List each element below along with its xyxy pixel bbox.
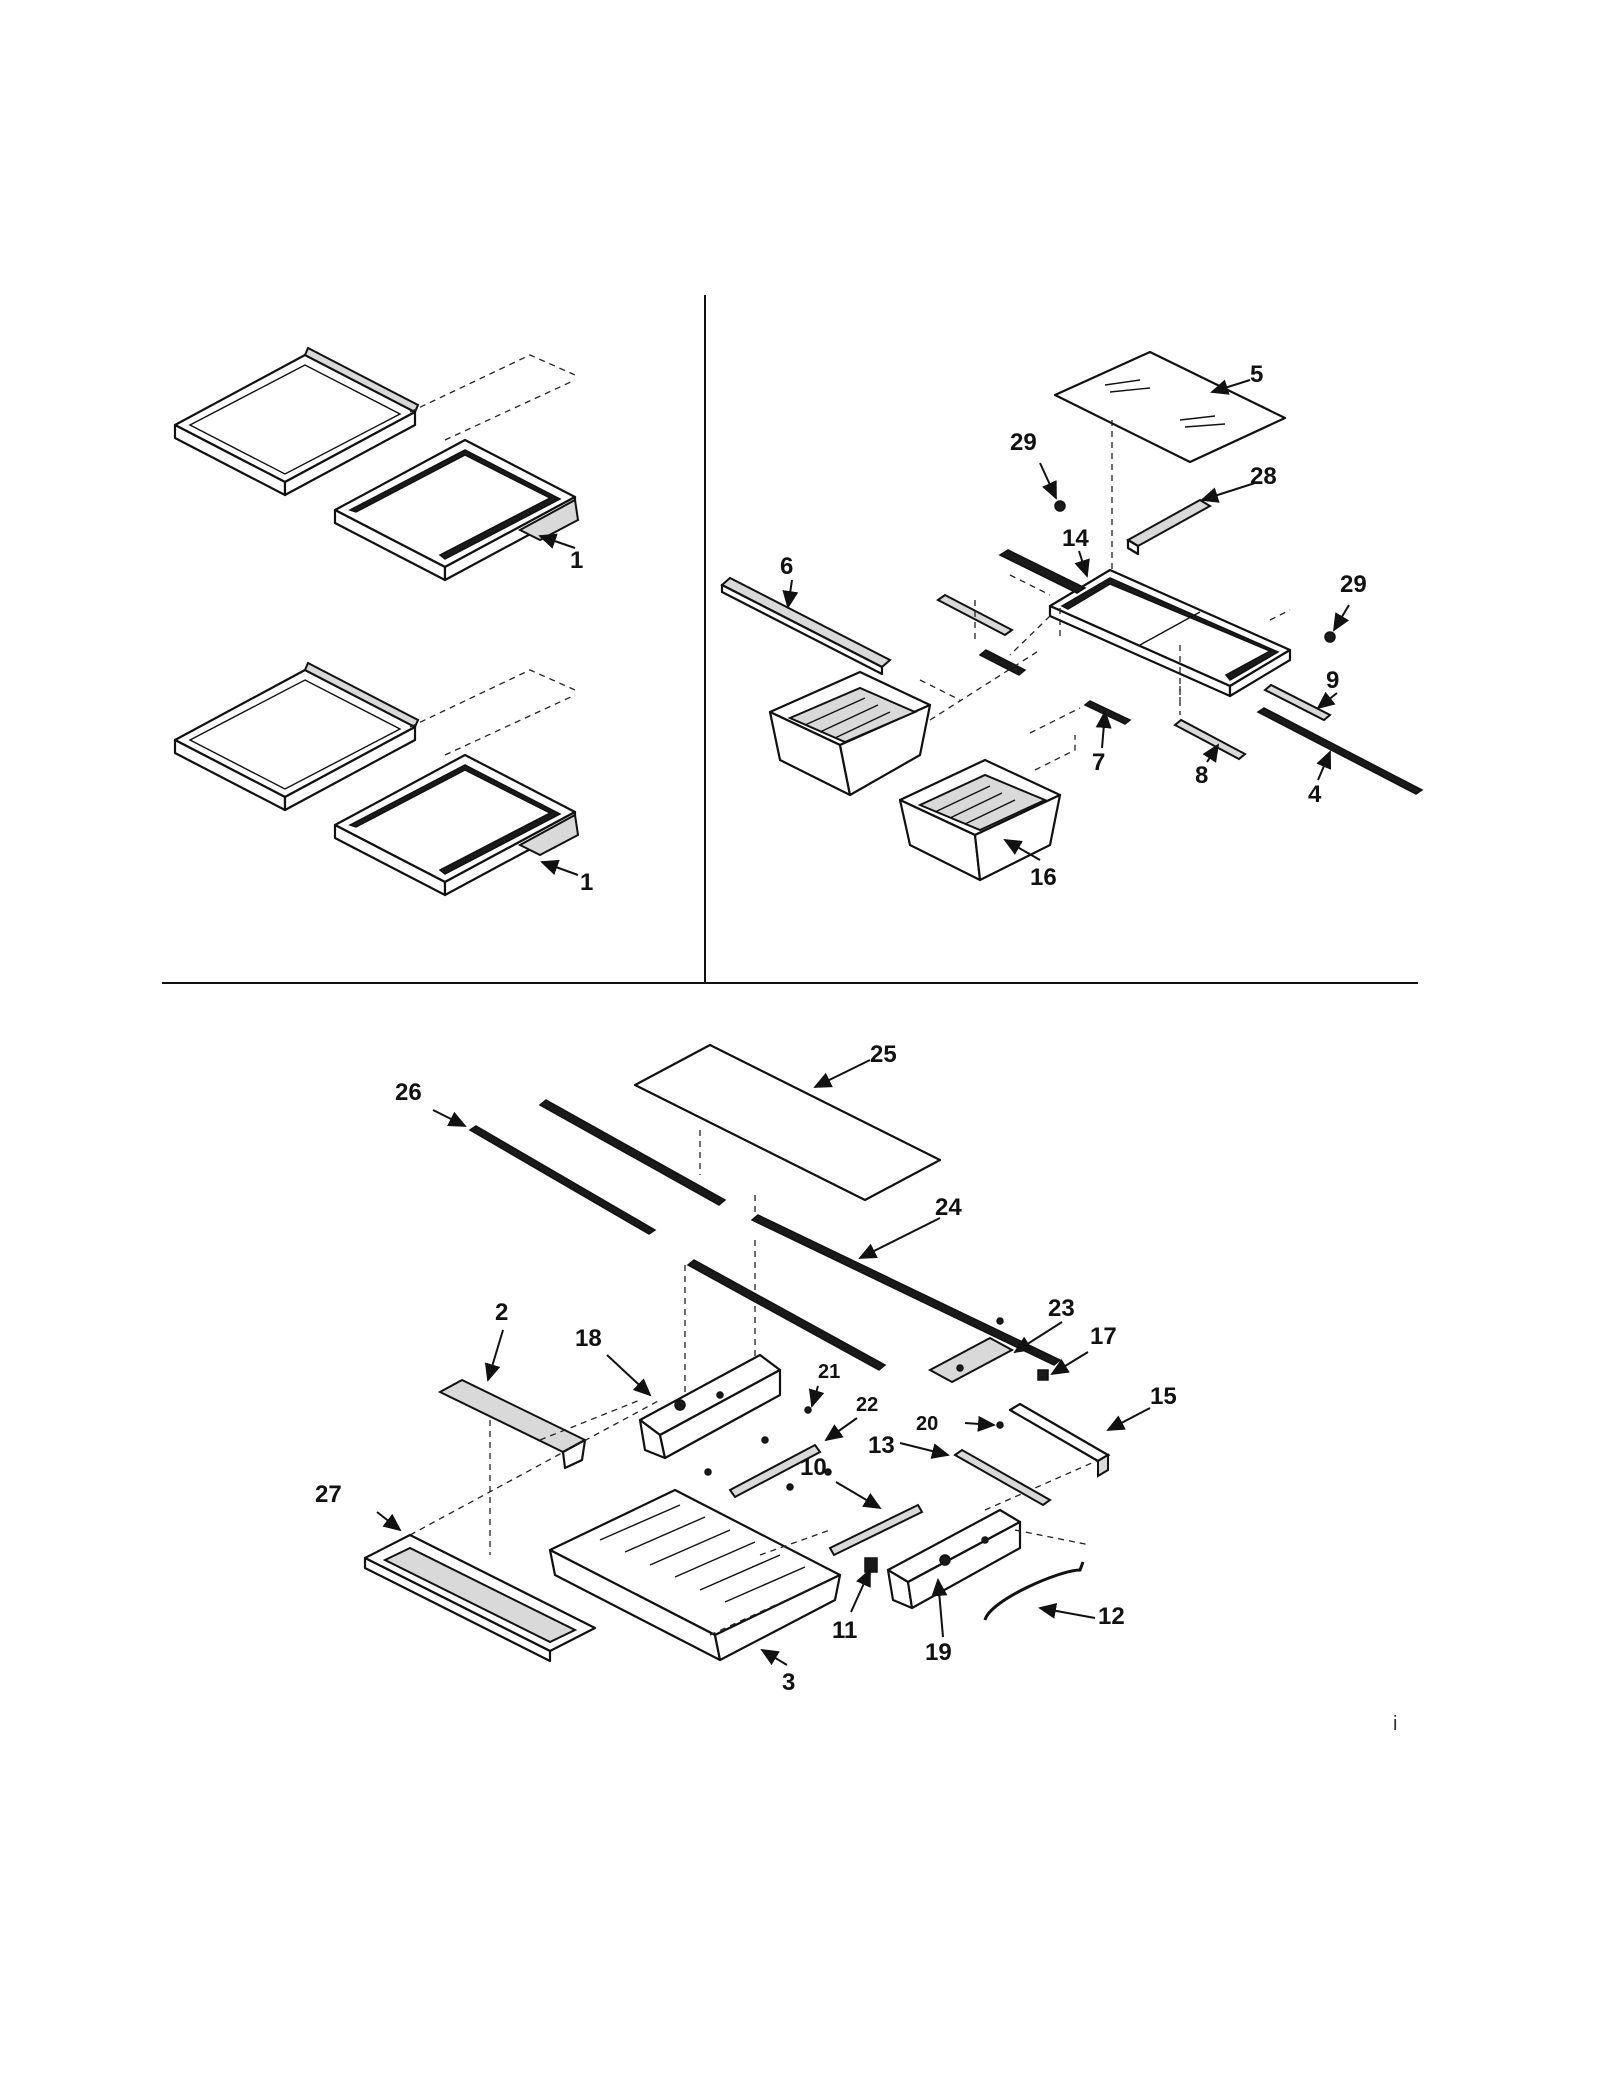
bracket-28 xyxy=(1126,498,1212,556)
side-bracket-19 xyxy=(886,1508,1022,1610)
glass-shelf-5 xyxy=(1053,350,1287,464)
callout-29-left: 29 xyxy=(1010,429,1037,456)
glass-shelf-25 xyxy=(633,1043,942,1202)
callout-2: 2 xyxy=(495,1299,508,1326)
callout-1-lower: 1 xyxy=(580,869,593,896)
screw-20 xyxy=(996,1421,1004,1429)
rail-center xyxy=(686,1259,887,1371)
callout-10: 10 xyxy=(800,1454,827,1481)
shelf-upper-back xyxy=(173,346,420,497)
callout-21: 21 xyxy=(818,1361,840,1383)
shelf-lower-front xyxy=(333,753,580,897)
screw-29-right xyxy=(1324,631,1336,643)
rail-26 xyxy=(468,1125,657,1235)
shelf-divider-2 xyxy=(437,1378,588,1470)
callout-19: 19 xyxy=(925,1639,952,1666)
callout-14: 14 xyxy=(1062,525,1089,552)
screw-29-left xyxy=(1054,500,1066,512)
callout-16: 16 xyxy=(1030,864,1057,891)
rail-back-top xyxy=(538,1099,727,1206)
callout-26: 26 xyxy=(395,1079,422,1106)
screw-21 xyxy=(804,1406,812,1414)
side-bracket-18 xyxy=(638,1353,782,1460)
callout-24: 24 xyxy=(935,1194,962,1221)
slide-7 xyxy=(1083,700,1132,725)
slide-10 xyxy=(828,1503,924,1557)
pantry-drawer-3 xyxy=(548,1488,842,1662)
callouts: 1 1 5 29 28 14 29 6 9 7 8 4 16 25 26 24 … xyxy=(315,361,1367,1696)
callout-1-upper: 1 xyxy=(570,547,583,574)
drawer-front-27 xyxy=(363,1533,597,1663)
callout-18: 18 xyxy=(575,1325,602,1352)
slide-22 xyxy=(728,1443,822,1499)
cover-23 xyxy=(927,1336,1015,1384)
callout-17: 17 xyxy=(1090,1323,1117,1350)
screw-23-top xyxy=(996,1317,1004,1325)
shelf-upper-front xyxy=(333,438,580,582)
callout-4: 4 xyxy=(1308,781,1322,808)
clip-17 xyxy=(1037,1369,1049,1381)
callout-29-right: 29 xyxy=(1340,571,1367,598)
glide-11 xyxy=(864,1557,878,1573)
track-15 xyxy=(1008,1402,1110,1478)
callout-13: 13 xyxy=(868,1432,895,1459)
slide-6 xyxy=(720,576,892,676)
callout-25: 25 xyxy=(870,1041,897,1068)
callout-27: 27 xyxy=(315,1481,342,1508)
callout-23: 23 xyxy=(1048,1295,1075,1322)
callout-15: 15 xyxy=(1150,1383,1177,1410)
rail-4 xyxy=(1256,707,1424,795)
callout-22: 22 xyxy=(856,1394,878,1416)
callout-9: 9 xyxy=(1326,667,1339,694)
slide-left-lower xyxy=(978,649,1027,676)
rail-24 xyxy=(750,1214,1062,1366)
callout-12: 12 xyxy=(1098,1603,1125,1630)
crisper-cover-frame-14 xyxy=(1048,568,1292,698)
callout-11: 11 xyxy=(832,1617,857,1644)
screws-bottom-left xyxy=(704,1436,832,1491)
shelf-lower-back xyxy=(173,661,420,812)
crisper-drawer-left xyxy=(768,670,932,797)
callout-5: 5 xyxy=(1250,361,1263,388)
callout-20: 20 xyxy=(916,1413,938,1435)
callout-28: 28 xyxy=(1250,463,1277,490)
stray-mark: i xyxy=(1393,1713,1397,1735)
callout-7: 7 xyxy=(1092,749,1105,776)
slide-8 xyxy=(1173,718,1247,761)
callout-3: 3 xyxy=(782,1669,795,1696)
shelf-lower-guide xyxy=(409,669,576,756)
crisper-drawer-16 xyxy=(898,758,1062,882)
slide-9 xyxy=(1263,683,1332,722)
rail-left-top xyxy=(998,549,1087,594)
leaders xyxy=(376,379,1350,1666)
track-13 xyxy=(953,1448,1052,1507)
shelf-upper-guide xyxy=(409,354,576,441)
callout-6: 6 xyxy=(780,553,793,580)
wire-12 xyxy=(983,1561,1085,1621)
callout-8: 8 xyxy=(1195,762,1208,789)
